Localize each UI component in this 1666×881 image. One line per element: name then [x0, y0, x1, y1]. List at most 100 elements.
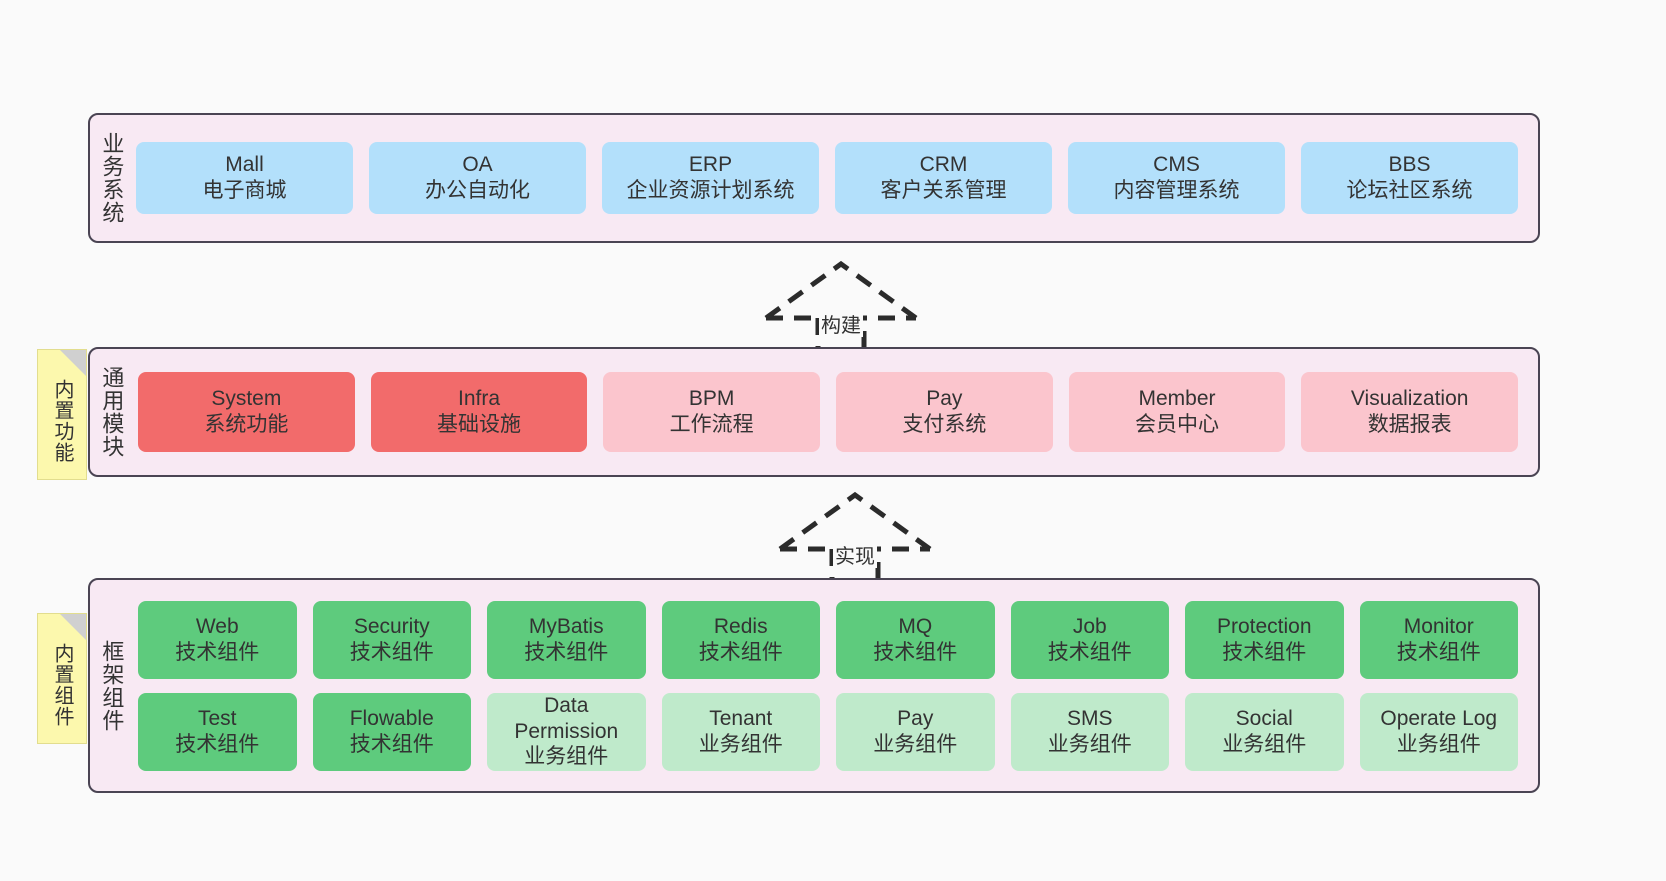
node-subtitle: 电子商城 [202, 179, 287, 202]
node-mybatis[interactable]: MyBatis 技术组件 [487, 600, 646, 679]
node-security[interactable]: Security 技术组件 [312, 600, 471, 679]
node-web[interactable]: Web 技术组件 [138, 600, 297, 679]
layer-row: Web 技术组件 Security 技术组件 MyBatis 技术组件 Redi… [138, 600, 1518, 679]
connector-label-build: 构建 [819, 315, 863, 337]
node-infra[interactable]: Infra 基础设施 [370, 372, 588, 452]
node-subtitle: 业务组件 [524, 745, 609, 769]
node-title: Tenant [709, 706, 773, 730]
node-subtitle: 业务组件 [1396, 732, 1481, 756]
node-mq[interactable]: MQ 技术组件 [836, 600, 995, 679]
node-subtitle: 会员中心 [1135, 413, 1220, 436]
note-fold-corner-icon [60, 614, 86, 640]
node-system[interactable]: System 系统功能 [138, 372, 355, 452]
layer-common-module: 通用模块 System 系统功能 Infra 基础设施 BPM 工作流程 Pay… [88, 347, 1540, 477]
node-erp[interactable]: ERP 企业资源计划系统 [602, 142, 819, 214]
node-title: Data Permission [514, 694, 619, 743]
node-tenant[interactable]: Tenant 业务组件 [661, 692, 820, 771]
node-pay-module[interactable]: Pay 支付系统 [836, 372, 1053, 452]
generalization-arrow-icon [764, 260, 918, 355]
node-bbs[interactable]: BBS 论坛社区系统 [1301, 142, 1518, 214]
node-title: Security [353, 614, 430, 638]
node-title: MQ [898, 614, 933, 638]
layer-row: System 系统功能 Infra 基础设施 BPM 工作流程 Pay 支付系统… [138, 372, 1519, 452]
node-title: System [211, 387, 282, 411]
node-title: BBS [1388, 153, 1431, 177]
layer-title-business-system: 业务系统 [99, 132, 125, 224]
node-title: Web [195, 614, 239, 638]
node-title: Pay [926, 387, 963, 411]
node-cms[interactable]: CMS 内容管理系统 [1068, 142, 1285, 214]
node-subtitle: 客户关系管理 [880, 179, 1007, 202]
node-title: Redis [713, 614, 768, 638]
generalization-arrow-icon [778, 491, 932, 586]
node-subtitle: 技术组件 [349, 640, 434, 664]
node-operate-log[interactable]: Operate Log 业务组件 [1359, 692, 1518, 771]
node-subtitle: 业务组件 [1047, 732, 1132, 756]
node-title: Test [197, 706, 237, 730]
node-title: Monitor [1403, 614, 1474, 638]
node-title: SMS [1066, 706, 1113, 730]
node-test[interactable]: Test 技术组件 [138, 692, 297, 771]
node-visualization[interactable]: Visualization 数据报表 [1301, 372, 1519, 452]
layer-row: Test 技术组件 Flowable 技术组件 Data Permission … [138, 692, 1518, 771]
layer-title-common-module: 通用模块 [99, 366, 125, 458]
connector-build-arrow: 构建 [756, 256, 926, 356]
node-title: Operate Log [1380, 706, 1498, 730]
node-subtitle: 技术组件 [698, 640, 783, 664]
note-fold-corner-icon [60, 350, 86, 376]
node-subtitle: 业务组件 [873, 732, 958, 756]
node-subtitle: 技术组件 [524, 640, 609, 664]
node-subtitle: 论坛社区系统 [1346, 179, 1473, 202]
node-subtitle: 技术组件 [1047, 640, 1132, 664]
node-monitor[interactable]: Monitor 技术组件 [1359, 600, 1518, 679]
node-subtitle: 技术组件 [1396, 640, 1481, 664]
node-title: CRM [919, 153, 968, 177]
node-subtitle: 企业资源计划系统 [626, 179, 795, 202]
node-subtitle: 业务组件 [1222, 732, 1307, 756]
node-subtitle: 技术组件 [175, 640, 260, 664]
connector-label-implement: 实现 [833, 546, 877, 568]
node-subtitle: 技术组件 [873, 640, 958, 664]
node-title: Mall [225, 153, 264, 177]
note-built-in-features: 内置功能 [37, 349, 87, 480]
node-subtitle: 基础设施 [437, 413, 521, 436]
node-mall[interactable]: Mall 电子商城 [136, 142, 353, 214]
node-sms[interactable]: SMS 业务组件 [1010, 692, 1169, 771]
node-title: MyBatis [528, 614, 604, 638]
connector-label-wrapper: 实现 [770, 546, 940, 568]
node-subtitle: 系统功能 [204, 413, 289, 436]
node-redis[interactable]: Redis 技术组件 [661, 600, 820, 679]
node-member[interactable]: Member 会员中心 [1068, 372, 1286, 452]
node-title: Job [1072, 614, 1107, 638]
node-title: Member [1138, 387, 1216, 411]
node-title: ERP [688, 153, 733, 177]
node-oa[interactable]: OA 办公自动化 [369, 142, 586, 214]
node-job[interactable]: Job 技术组件 [1010, 600, 1169, 679]
note-label: 内置功能 [51, 378, 73, 463]
node-title: Pay [897, 706, 934, 730]
node-crm[interactable]: CRM 客户关系管理 [835, 142, 1052, 214]
node-bpm[interactable]: BPM 工作流程 [603, 372, 821, 452]
node-protection[interactable]: Protection 技术组件 [1185, 600, 1344, 679]
node-title: Protection [1216, 614, 1312, 638]
node-title: Visualization [1350, 387, 1469, 411]
note-label: 内置组件 [51, 642, 73, 727]
connector-implement-arrow: 实现 [770, 487, 940, 587]
node-pay-component[interactable]: Pay 业务组件 [836, 692, 995, 771]
node-subtitle: 业务组件 [698, 732, 783, 756]
layer-body-common-module: System 系统功能 Infra 基础设施 BPM 工作流程 Pay 支付系统… [132, 349, 1538, 475]
layer-row: Mall 电子商城 OA 办公自动化 ERP 企业资源计划系统 CRM 客户关系… [136, 142, 1518, 214]
layer-body-framework-component: Web 技术组件 Security 技术组件 MyBatis 技术组件 Redi… [132, 580, 1538, 791]
node-social[interactable]: Social 业务组件 [1185, 692, 1344, 771]
node-data-permission[interactable]: Data Permission 业务组件 [487, 692, 646, 771]
node-title: OA [462, 153, 493, 177]
node-title: CMS [1153, 153, 1200, 177]
node-subtitle: 内容管理系统 [1113, 179, 1240, 202]
node-flowable[interactable]: Flowable 技术组件 [312, 692, 471, 771]
layer-title-framework-component: 框架组件 [99, 639, 125, 732]
layer-framework-component: 框架组件 Web 技术组件 Security 技术组件 MyBatis 技术组件… [88, 578, 1540, 793]
node-title: Infra [457, 387, 501, 411]
layer-business-system: 业务系统 Mall 电子商城 OA 办公自动化 ERP 企业资源计划系统 CRM… [88, 113, 1540, 243]
node-subtitle: 办公自动化 [425, 179, 530, 202]
node-title: Flowable [349, 706, 434, 730]
